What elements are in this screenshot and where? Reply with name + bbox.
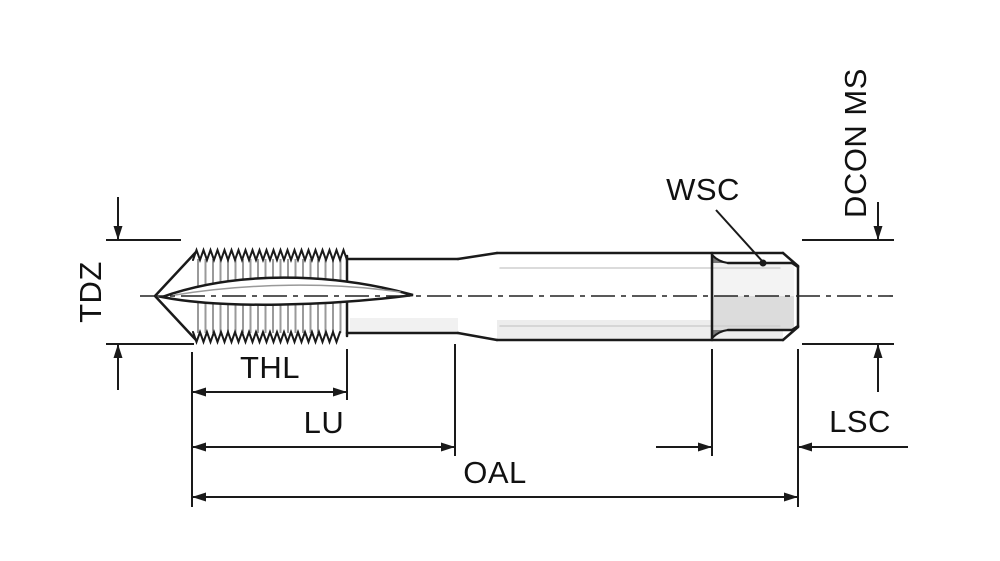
spiral-flute	[157, 276, 414, 306]
dimension-tdz: TDZ	[73, 197, 194, 390]
label-wsc: WSC	[666, 172, 740, 207]
shank	[345, 251, 800, 342]
extension-lines	[191, 344, 799, 507]
dimension-dcon: DCON MS	[802, 68, 894, 392]
dimension-lsc: LSC	[656, 404, 908, 452]
label-lu: LU	[304, 405, 345, 440]
dimension-thl: THL	[192, 350, 347, 397]
label-lsc: LSC	[829, 404, 891, 439]
label-oal: OAL	[463, 455, 527, 490]
dimension-lu: LU	[192, 405, 455, 452]
dimension-oal: OAL	[192, 455, 798, 502]
label-thl: THL	[240, 350, 300, 385]
callout-wsc: WSC	[666, 172, 767, 267]
label-dcon-ms: DCON MS	[838, 68, 873, 218]
label-tdz: TDZ	[73, 261, 108, 323]
leader-dot	[759, 259, 767, 267]
